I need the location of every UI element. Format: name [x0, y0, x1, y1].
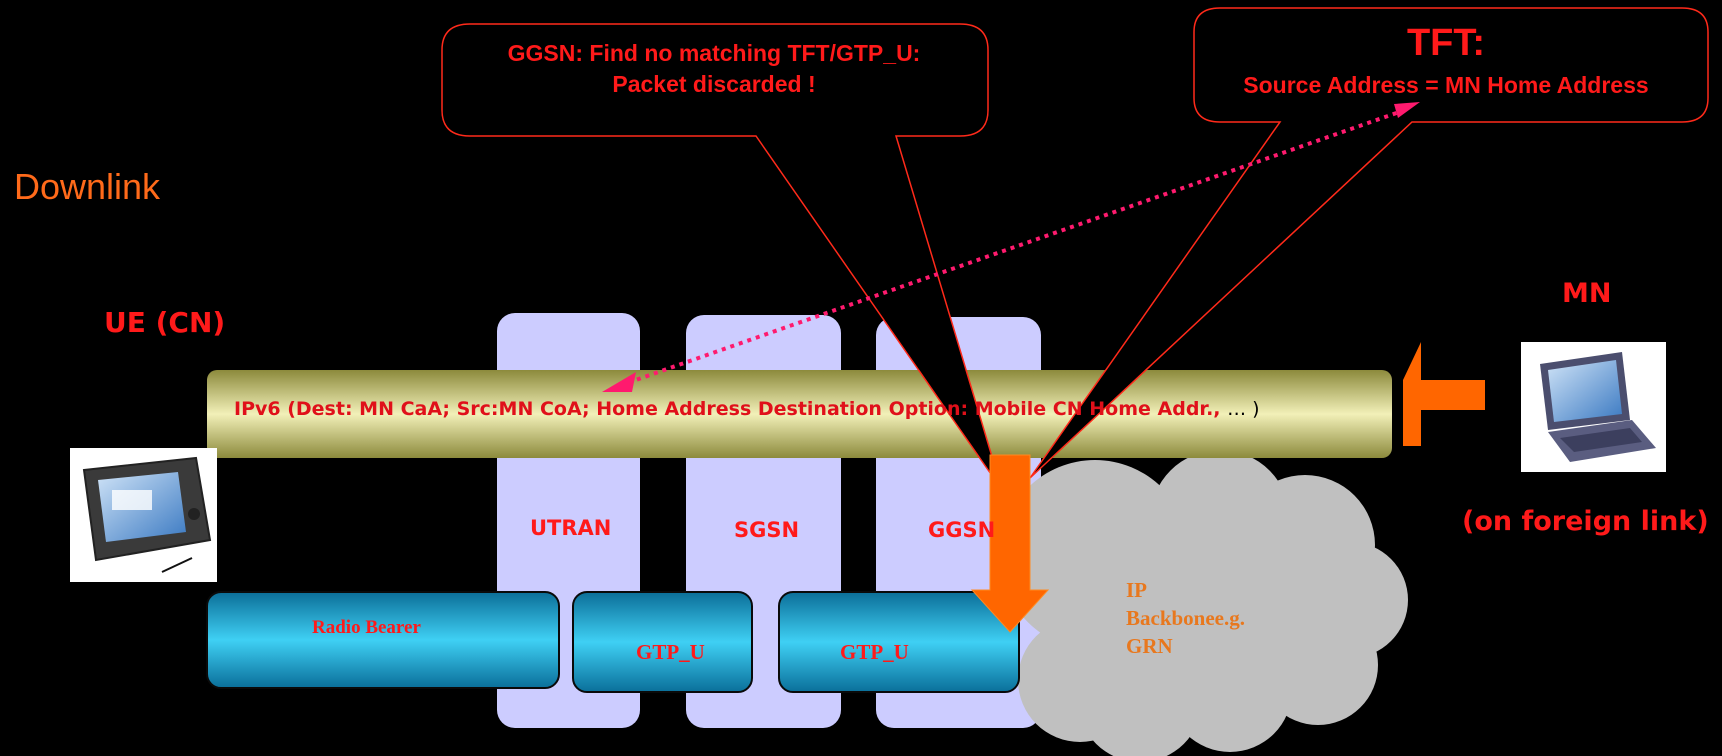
sgsn-label: SGSN	[734, 518, 800, 542]
tft-callout-title: TFT:	[1406, 22, 1486, 64]
ipv6-packet-ellipsis: … )	[1227, 398, 1260, 420]
mn-laptop-image	[1521, 342, 1666, 472]
dotted-link-arrowhead-right	[1394, 102, 1420, 118]
gtp-u-label-2: GTP_U	[840, 640, 909, 664]
dotted-link-arrowhead-left	[602, 372, 636, 392]
ggsn-callout-balloon	[441, 23, 1003, 491]
downlink-arrow	[970, 454, 1050, 633]
tft-callout-text: Source Address = MN Home Address	[1243, 72, 1649, 98]
ip-backbone-line3: GRN	[1126, 634, 1173, 658]
tft-dotted-link	[629, 108, 1406, 384]
ipv6-packet-label: IPv6 (Dest: MN CaA; Src:MN CoA; Home Add…	[234, 398, 1260, 420]
ue-tablet-image	[70, 448, 217, 582]
ggsn-label: GGSN	[928, 518, 996, 542]
ip-backbone-cloud	[1000, 450, 1408, 756]
ggsn-callout-line1: GGSN: Find no matching TFT/GTP_U:	[507, 40, 921, 66]
gtp-u-label-1: GTP_U	[636, 640, 705, 664]
radio-bearer-label: Radio Bearer	[312, 617, 421, 638]
radio-bearer	[206, 591, 560, 689]
incoming-arrow	[1403, 342, 1485, 446]
ggsn-callout-line2: Packet discarded !	[612, 71, 816, 97]
gtp-u-bearer-utran-sgsn	[572, 591, 753, 693]
ue-label: UE (CN)	[104, 306, 226, 339]
ggsn-callout-text: GGSN: Find no matching TFT/GTP_U: Packet…	[444, 38, 984, 100]
ip-backbone-label: IP Backbonee.g. GRN	[1126, 576, 1245, 660]
slide-title: Downlink	[14, 166, 161, 207]
ipv6-packet-text: IPv6 (Dest: MN CaA; Src:MN CoA; Home Add…	[234, 398, 1221, 420]
tft-callout-balloon	[1029, 7, 1709, 479]
mn-label: MN	[1562, 278, 1612, 309]
ip-backbone-line1: IP	[1126, 578, 1147, 602]
utran-label: UTRAN	[530, 516, 612, 540]
gtp-u-bearer-sgsn-ggsn	[778, 591, 1020, 693]
mn-foreign-link-label: (on foreign link)	[1462, 506, 1709, 537]
ip-backbone-line2: Backbonee.g.	[1126, 606, 1246, 630]
